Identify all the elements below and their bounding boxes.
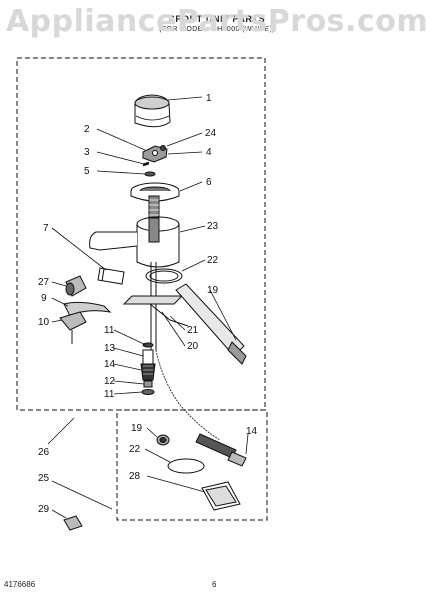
page-number: 6 — [212, 580, 217, 589]
part-connector — [65, 275, 87, 297]
callout-11: 11 — [104, 325, 115, 336]
callout-19: 19 — [207, 285, 219, 296]
callout-4: 4 — [206, 147, 212, 158]
callout-19-kit: 19 — [131, 423, 143, 434]
document-number: 4176686 — [4, 580, 36, 589]
part-spout-body — [89, 216, 180, 268]
parts-kit-border — [116, 409, 268, 521]
kit-gasket-28 — [201, 481, 241, 511]
callout-24: 24 — [205, 128, 217, 139]
part-gasket-ring — [145, 268, 183, 284]
callout-23: 23 — [207, 221, 219, 232]
callout-2: 2 — [84, 124, 90, 135]
callout-25: 25 — [38, 473, 50, 484]
callout-7: 7 — [43, 223, 49, 234]
callout-26: 26 — [38, 447, 50, 458]
callout-14-kit: 14 — [246, 426, 258, 437]
callout-28: 28 — [129, 471, 141, 482]
part-hose-elbow — [97, 267, 125, 285]
part-cap — [134, 94, 171, 128]
callout-10: 10 — [38, 317, 50, 328]
part-base-plate — [122, 295, 184, 305]
callout-5: 5 — [84, 166, 90, 177]
diagram-subtitle: (FOR MODEL: UH1000 (WHITE)) — [159, 26, 275, 33]
kit-cap-19 — [156, 434, 170, 446]
callout-3: 3 — [84, 147, 90, 158]
callout-13: 13 — [104, 343, 116, 354]
watermark-logo: AppliancePartsPros.com — [5, 4, 429, 39]
callout-9: 9 — [41, 293, 47, 304]
part-bracket — [59, 311, 87, 344]
callout-29: 29 — [38, 504, 50, 515]
part-stack — [140, 342, 156, 395]
callout-11-lower: 11 — [104, 389, 115, 400]
part-screw — [160, 145, 166, 151]
callout-22: 22 — [207, 255, 219, 266]
callout-1: 1 — [206, 93, 212, 104]
callout-20: 20 — [187, 341, 199, 352]
kit-ring-22 — [167, 458, 205, 474]
callout-6: 6 — [206, 177, 212, 188]
main-tube — [150, 262, 157, 350]
kit-tube-14 — [195, 433, 247, 467]
part-side-tube — [175, 283, 247, 365]
diagram-title: SPOUT UNIT PARTS — [168, 14, 266, 24]
callout-14: 14 — [104, 359, 116, 370]
callout-labels: 1 2 24 4 3 5 6 7 23 22 27 19 9 10 21 20 … — [38, 93, 258, 515]
part-small-clip — [63, 515, 83, 531]
part-clip — [63, 301, 112, 317]
part-spring — [142, 161, 150, 167]
leader-lines — [47, 96, 249, 519]
callout-22-kit: 22 — [129, 444, 141, 455]
callout-12: 12 — [104, 376, 116, 387]
part-o-ring — [144, 171, 156, 177]
flex-tube — [155, 349, 221, 441]
callout-21: 21 — [187, 325, 199, 336]
callout-27: 27 — [38, 277, 50, 288]
part-lower-rod — [149, 303, 189, 327]
